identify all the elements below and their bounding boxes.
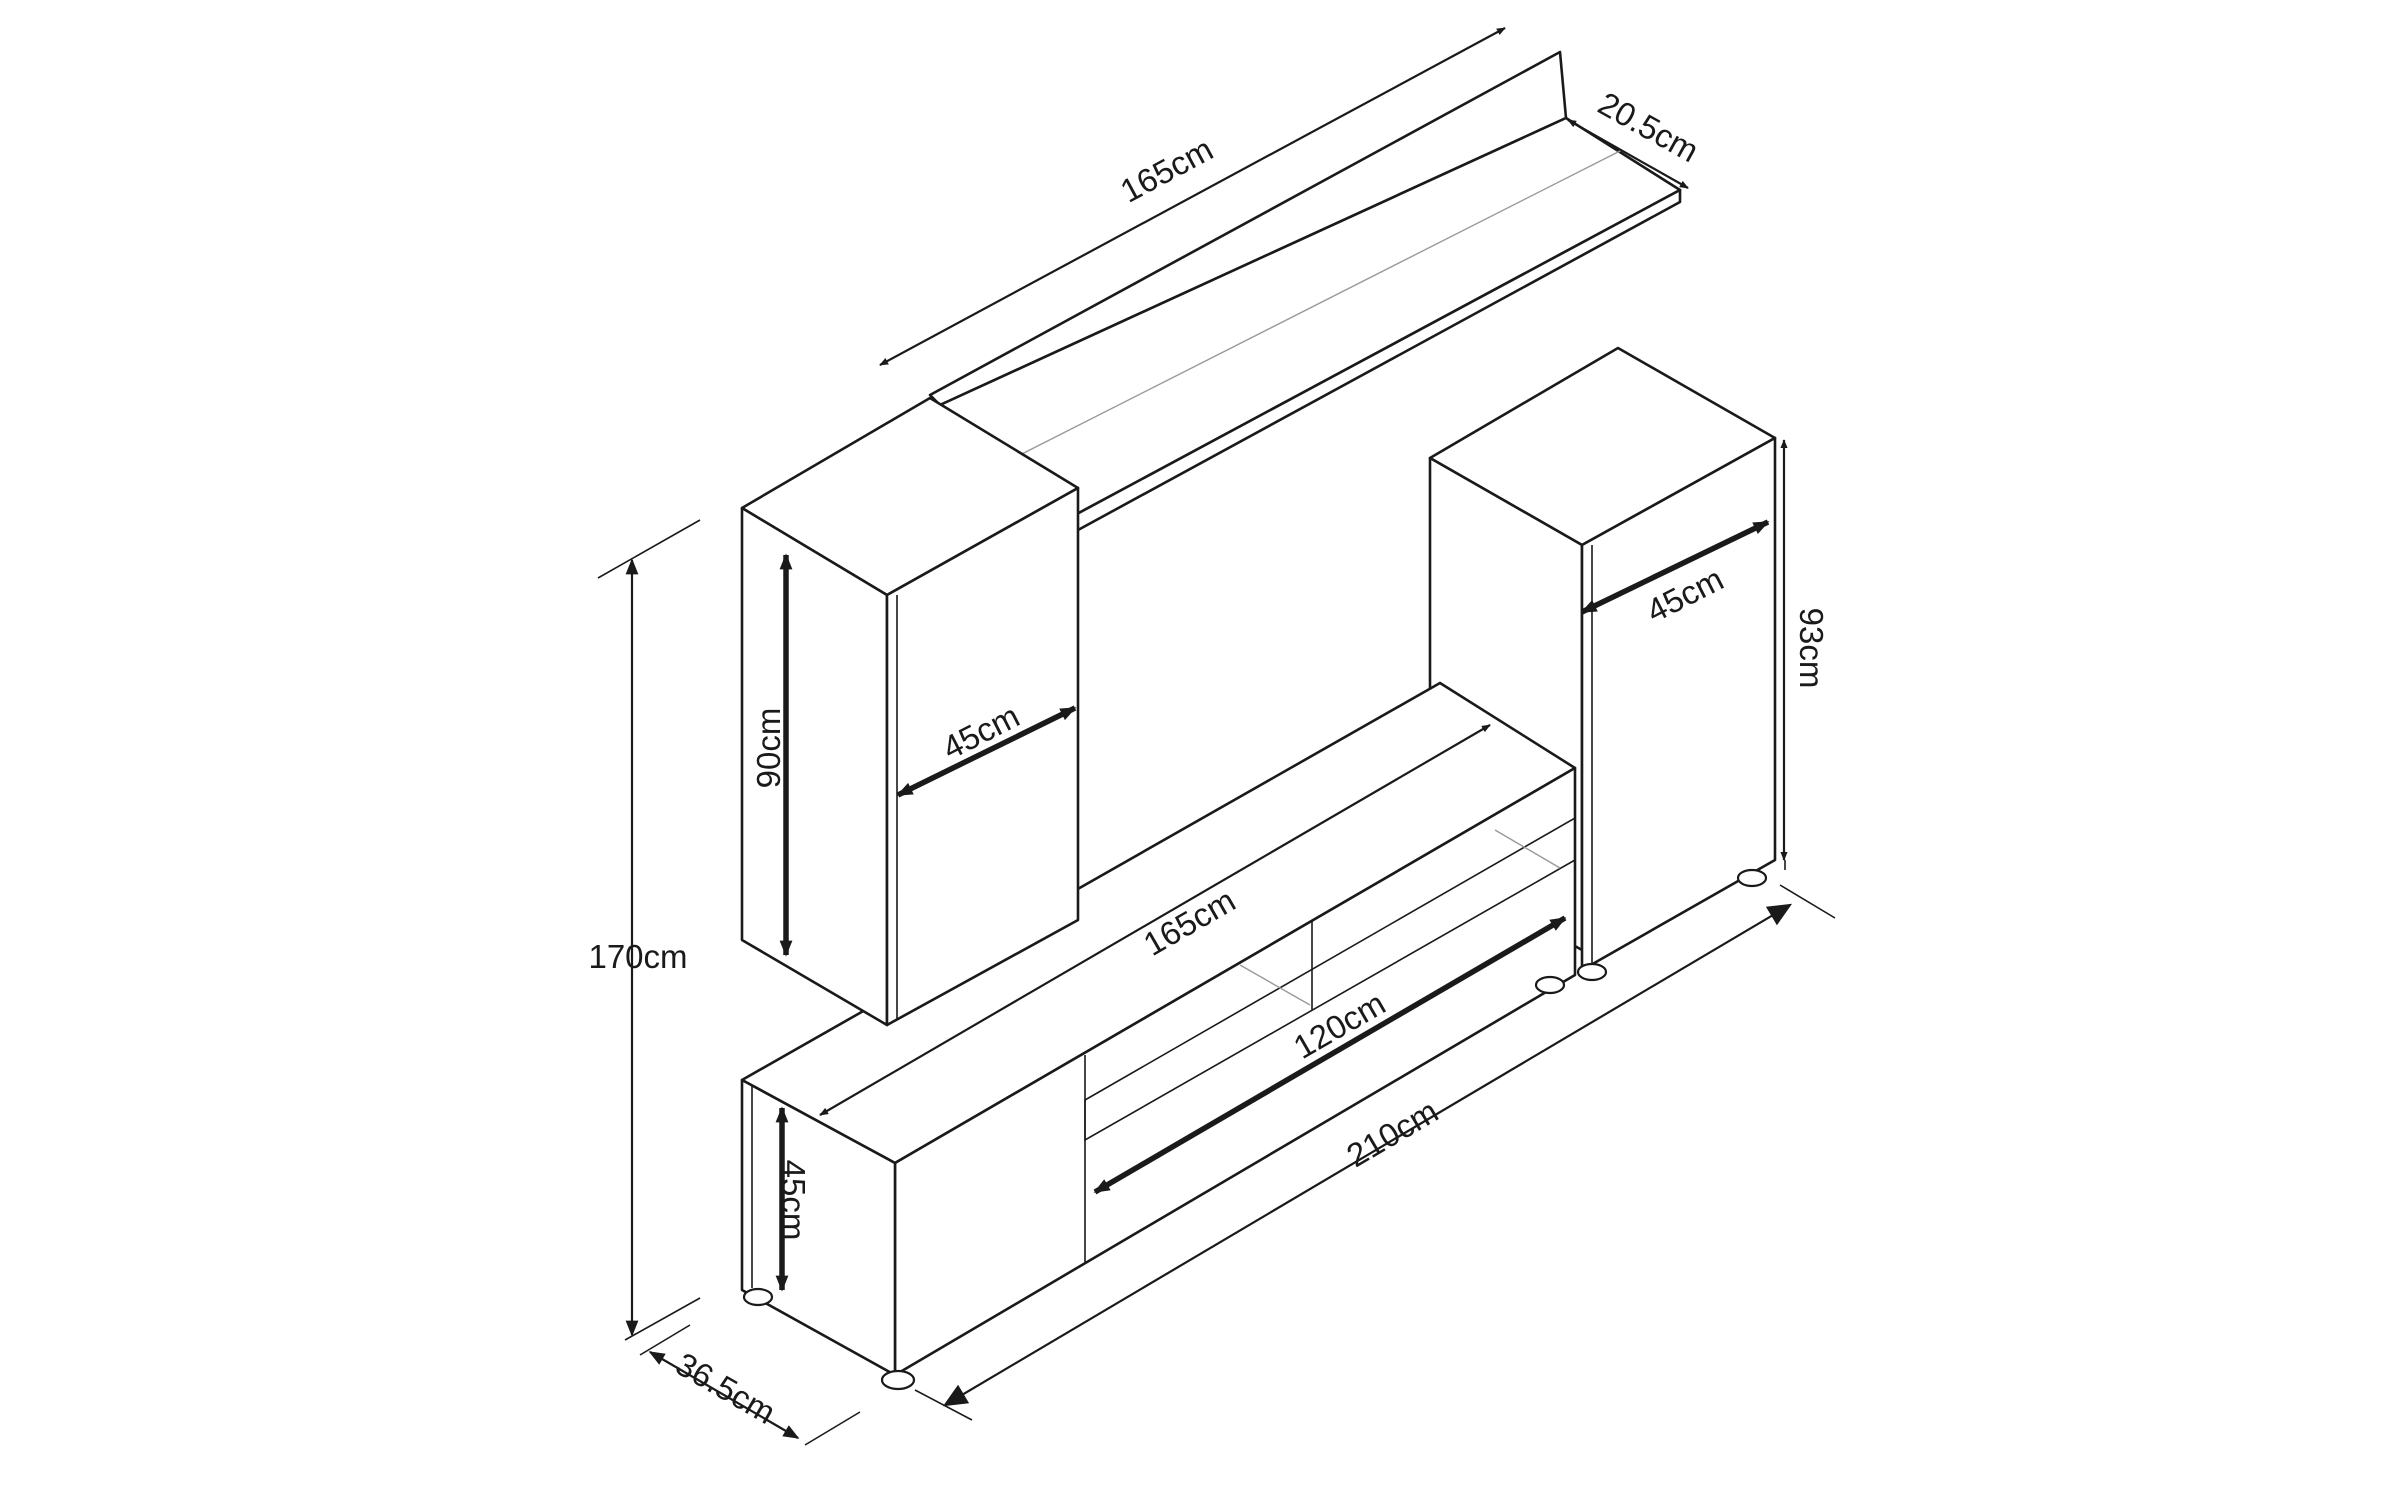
tall-cabinet-height-label: 93cm — [1793, 608, 1830, 689]
shelf-depth-dimension — [1567, 119, 1689, 189]
shelf-length-dimension — [879, 27, 1506, 366]
overall-height-label: 170cm — [588, 938, 687, 975]
overall-length-dimension — [942, 903, 1793, 1407]
tv-unit-foot — [1534, 975, 1566, 995]
overall-depth-label: 36.5cm — [670, 1345, 782, 1431]
tv-unit-foot — [742, 1287, 774, 1307]
tall-cabinet-foot — [1576, 962, 1608, 982]
tall-cabinet-width-dimension — [1580, 519, 1770, 615]
dimension-lines — [597, 27, 1836, 1446]
wall-cabinet-height-label: 90cm — [750, 708, 787, 789]
overall-depth-dimension — [648, 1351, 800, 1439]
tv-unit-foot — [880, 1369, 916, 1391]
tall-cabinet-foot — [1736, 868, 1768, 888]
shelf-length-label: 165cm — [1114, 130, 1219, 210]
tv-unit-height-label: 45cm — [775, 1160, 812, 1241]
